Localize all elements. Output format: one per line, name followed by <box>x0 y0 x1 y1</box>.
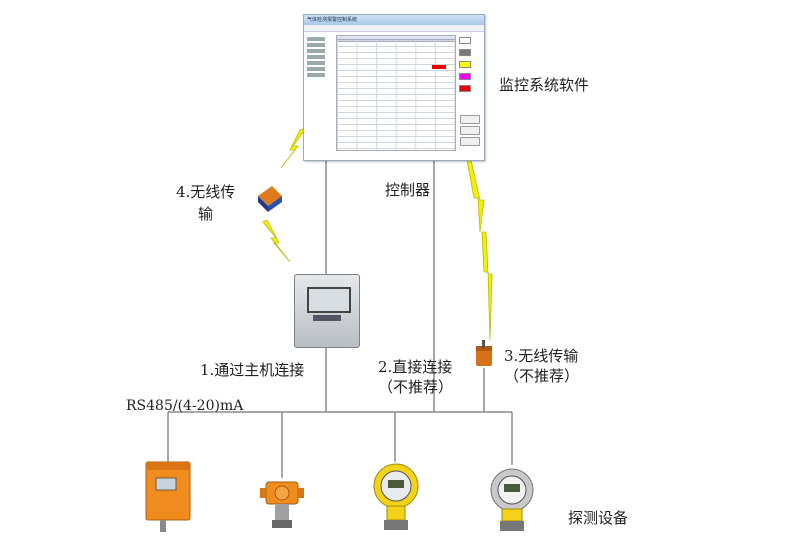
wireless-module-icon <box>476 340 492 366</box>
software-button <box>460 115 480 124</box>
software-menu-bar <box>304 25 484 32</box>
controller-screen <box>307 287 351 313</box>
detector-icon <box>490 468 534 531</box>
label-software: 监控系统软件 <box>499 76 590 94</box>
detector-icon <box>260 481 304 528</box>
label-wireless4-line2: 输 <box>198 205 214 223</box>
label-via-host: 1.通过主机连接 <box>200 361 305 379</box>
label-direct-line1: 2.直接连接 <box>378 358 453 376</box>
wireless-module-icon <box>258 186 282 212</box>
software-window-title: 气体检测报警控制系统 <box>304 15 484 25</box>
detector-icon <box>145 461 191 532</box>
label-wireless4-line1: 4.无线传 <box>176 183 236 201</box>
label-detectors: 探测设备 <box>568 509 629 527</box>
software-grid <box>336 39 456 151</box>
controller-plate <box>313 315 341 321</box>
label-direct-line2: （不推荐） <box>378 378 454 396</box>
software-tree <box>307 35 333 145</box>
lightning-icon <box>481 231 493 341</box>
software-button <box>460 137 480 146</box>
label-wireless3-line1: 3.无线传输 <box>504 347 579 365</box>
software-legend <box>458 37 480 97</box>
software-alarm-cell <box>432 65 446 69</box>
lightning-icon <box>466 159 485 233</box>
software-window: 气体检测报警控制系统 <box>303 14 485 161</box>
detector-icon <box>373 463 419 530</box>
label-bus: RS485/(4-20)mA <box>126 398 244 414</box>
controller-icon <box>294 274 360 348</box>
label-wireless3-line2: （不推荐） <box>504 367 580 385</box>
software-button <box>460 126 480 135</box>
label-controller: 控制器 <box>385 181 431 199</box>
lightning-icon <box>262 219 291 263</box>
